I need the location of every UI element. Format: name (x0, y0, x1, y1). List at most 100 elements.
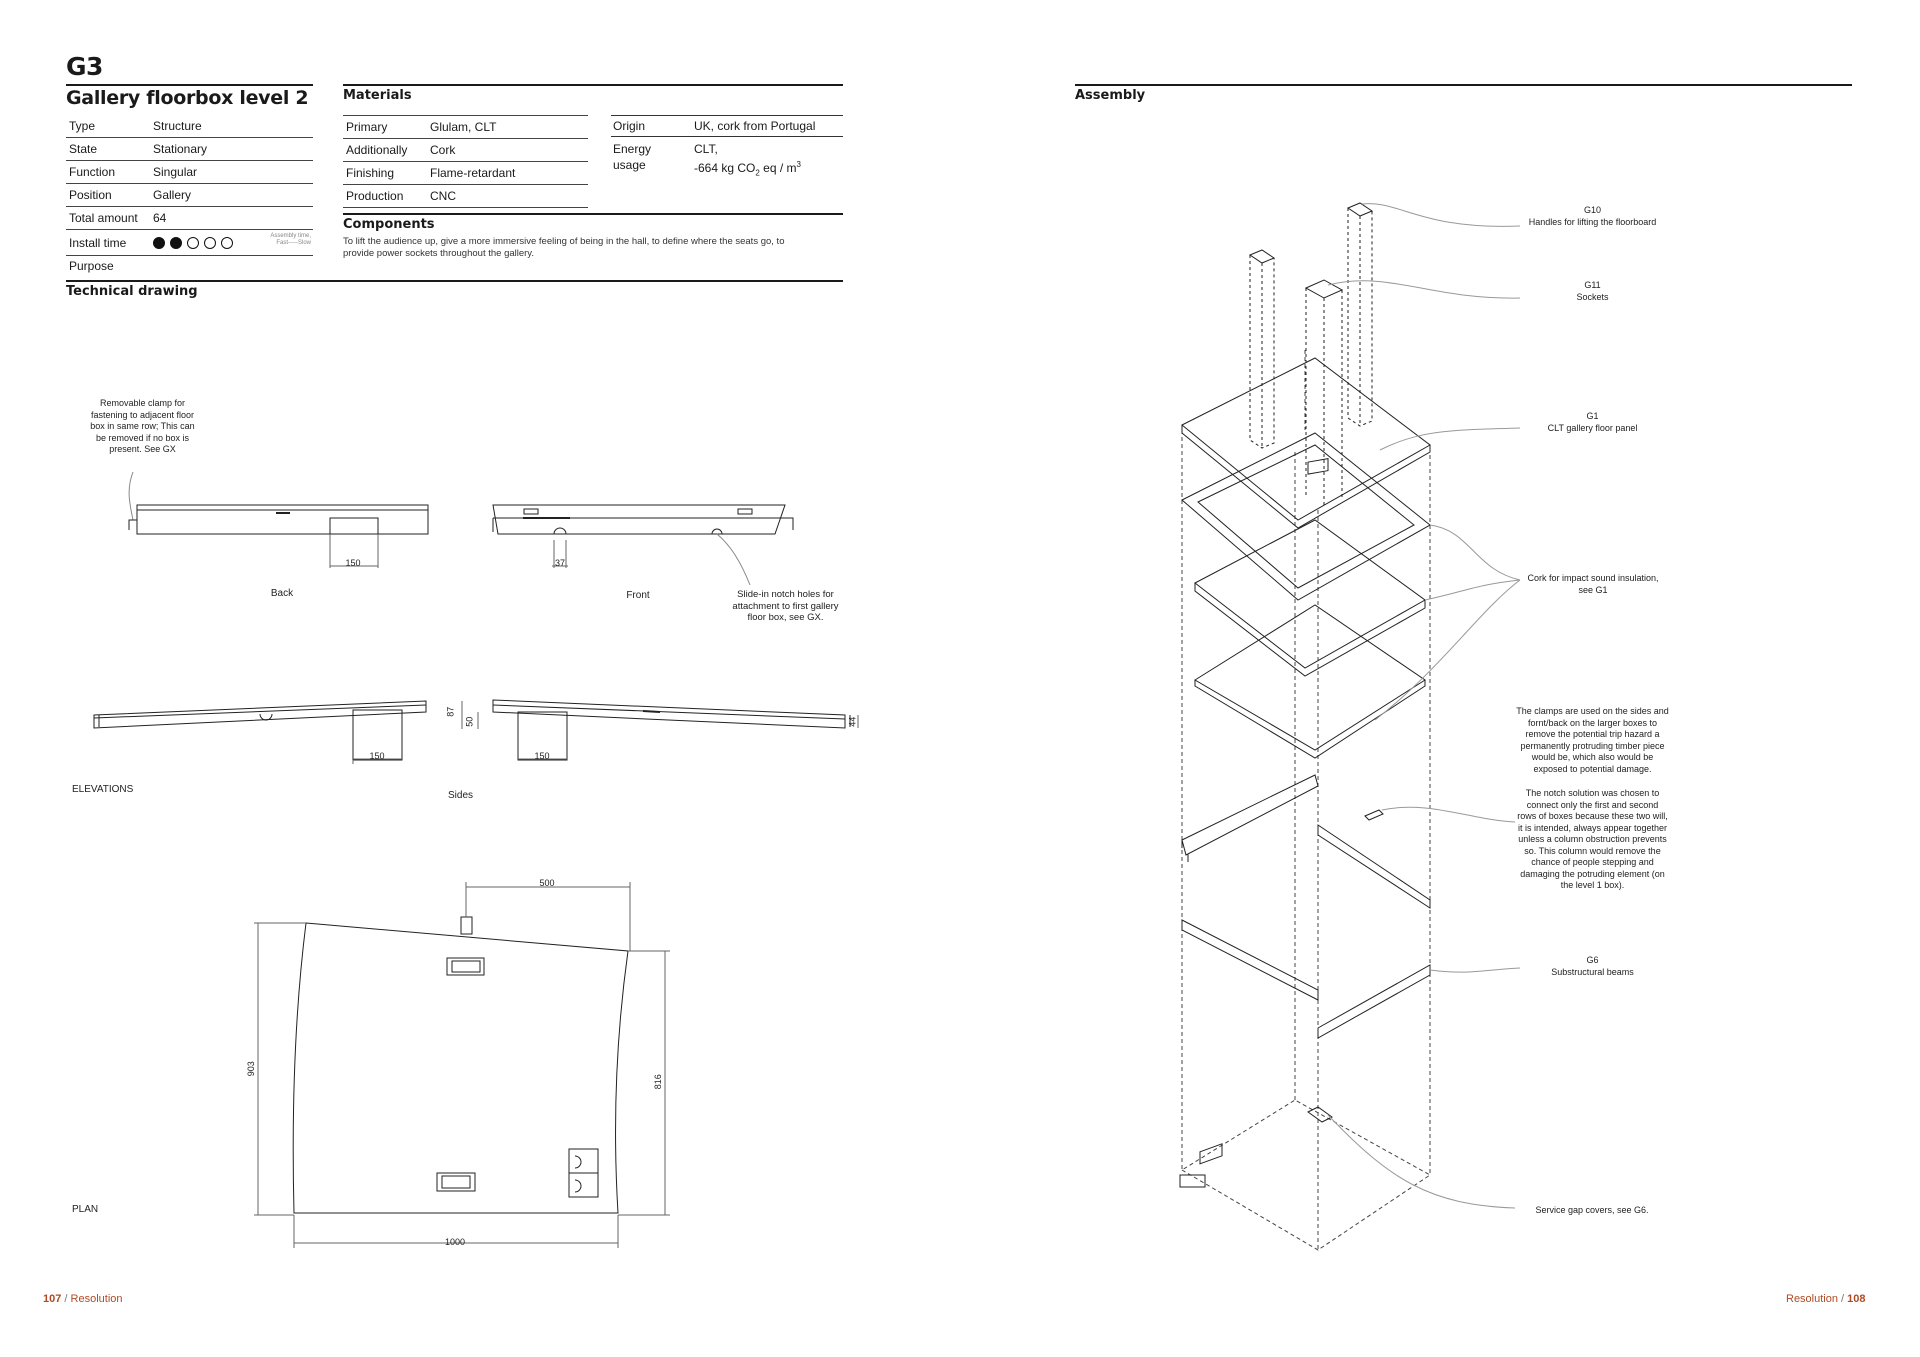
components-text-1: To lift the audience up, give a more imm… (343, 236, 785, 247)
side-elevation-right (461, 699, 859, 761)
clamps-line: exposed to potential damage. (1533, 763, 1652, 774)
notch-line: chance of people stepping and (1531, 857, 1654, 867)
notch-line: connect only the first and second (1526, 799, 1659, 810)
page-number-right: 108 (1847, 1293, 1866, 1305)
notch-line: damaging the potruding element (on (1520, 868, 1665, 879)
dim-150-side-left: 150 (369, 751, 385, 761)
notch-annotation: The notch solution was chosen to connect… (1500, 788, 1685, 892)
plan-shape (292, 916, 629, 1214)
notch-note: Slide-in notch holes for attachment to f… (718, 589, 853, 624)
beam-2 (1181, 919, 1319, 1001)
notch-line: The notch solution was chosen to (1525, 788, 1660, 798)
title-rule (66, 84, 313, 86)
socket-shape (1304, 279, 1344, 508)
material-value: Flame-retardant (427, 161, 588, 185)
page-title: Gallery floorbox level 2 (66, 87, 309, 109)
footer-separator: / (64, 1293, 68, 1305)
assembly-rule (1075, 84, 1852, 86)
back-elevation-shape (128, 504, 429, 568)
g10-code: G10 (1583, 205, 1601, 215)
spec-value: Stationary (150, 137, 313, 161)
origin-value: UK, cork from Portugal (694, 119, 816, 133)
handle-right-shape (1346, 202, 1374, 427)
clamps-line: fornt/back on the larger boxes to (1527, 717, 1658, 728)
spec-label: Install time (66, 229, 150, 256)
components-text-2: provide power sockets throughout the gal… (343, 248, 534, 259)
beam-1 (1181, 774, 1319, 856)
g10-text: Handles for lifting the floorboard (1528, 216, 1657, 227)
clamps-line: permanently protruding timber piece (1520, 740, 1665, 751)
footer-left: 107 / Resolution (43, 1293, 123, 1305)
rating-dots (153, 236, 238, 250)
dim-903: 903 (245, 1061, 256, 1077)
notch-note-line: Slide-in notch holes for (737, 589, 834, 600)
cork-line: Cork for impact sound insulation, (1527, 573, 1659, 583)
dim-150-back: 150 (345, 558, 361, 568)
notch-note-line: attachment to first gallery (732, 600, 839, 612)
circle-empty-icon (204, 237, 216, 250)
clamps-line: The clamps are used on the sides and (1516, 706, 1669, 716)
item-code: G3 (66, 52, 103, 81)
g1-code: G1 (1586, 411, 1599, 421)
dim-816: 816 (652, 1074, 663, 1090)
spec-value: Gallery (150, 183, 313, 207)
spec-value: Singular (150, 160, 313, 184)
dim-50: 50 (464, 716, 475, 727)
notch-line: unless a column obstruction prevents (1518, 834, 1667, 844)
notch-line: so. This column would remove the (1524, 845, 1661, 856)
back-label: Back (270, 588, 294, 599)
circle-filled-icon (153, 237, 165, 250)
circle-empty-icon (187, 237, 199, 250)
clamps-line: remove the potential trip hazard a (1525, 729, 1660, 739)
energy-value-1: CLT, (694, 142, 718, 156)
clamp-note-line: Removable clamp for (99, 398, 186, 408)
cork-annotation: Cork for impact sound insulation,see G1 (1508, 573, 1678, 596)
dim-44: 44 (847, 716, 858, 727)
g11-code: G11 (1584, 280, 1601, 290)
clamp-note-line: fastening to adjacent floor (90, 409, 195, 420)
origin-label: Origin (613, 119, 646, 133)
material-value: Cork (427, 138, 588, 162)
energy-sub: 2 (755, 168, 760, 178)
g11-text: Sockets (1576, 291, 1609, 302)
elevations-label: ELEVATIONS (72, 784, 134, 795)
plan-label: PLAN (72, 1204, 99, 1215)
origin-rule (611, 136, 843, 137)
footer-section-right: Resolution (1786, 1293, 1838, 1305)
clamp-note: Removable clamp for fastening to adjacen… (70, 398, 215, 456)
install-note-1: Assembly time, (270, 233, 311, 239)
clamp-note-line: box in same row; This can (90, 421, 195, 431)
clamps-line: would be, which also would be (1531, 752, 1654, 762)
clamps-annotation: The clamps are used on the sides and for… (1500, 706, 1685, 775)
energy-sup: 3 (796, 160, 801, 169)
components-heading: Components (343, 217, 435, 232)
materials-rule (343, 84, 843, 86)
footer-right: Resolution / 108 (1786, 1293, 1866, 1305)
assembly-drawing (1179, 202, 1521, 1251)
spec-label: Type (66, 115, 150, 138)
technical-drawing (93, 471, 859, 1248)
energy-label-1: Energy (613, 142, 652, 156)
technical-heading: Technical drawing (66, 284, 198, 299)
service-annotation: Service gap covers, see G6. (1535, 1205, 1649, 1215)
circle-filled-icon (170, 237, 182, 250)
energy-label-2: usage (613, 158, 646, 172)
side-elevation-left (93, 700, 427, 764)
spec-label: Total amount (66, 206, 150, 230)
leader-lines (1327, 203, 1521, 1209)
spec-label: Function (66, 160, 150, 184)
notch-line: the level 1 box). (1560, 880, 1625, 890)
spec-label: Position (66, 183, 150, 207)
components-text: To lift the audience up, give a more imm… (343, 236, 843, 260)
spec-label: State (66, 137, 150, 161)
